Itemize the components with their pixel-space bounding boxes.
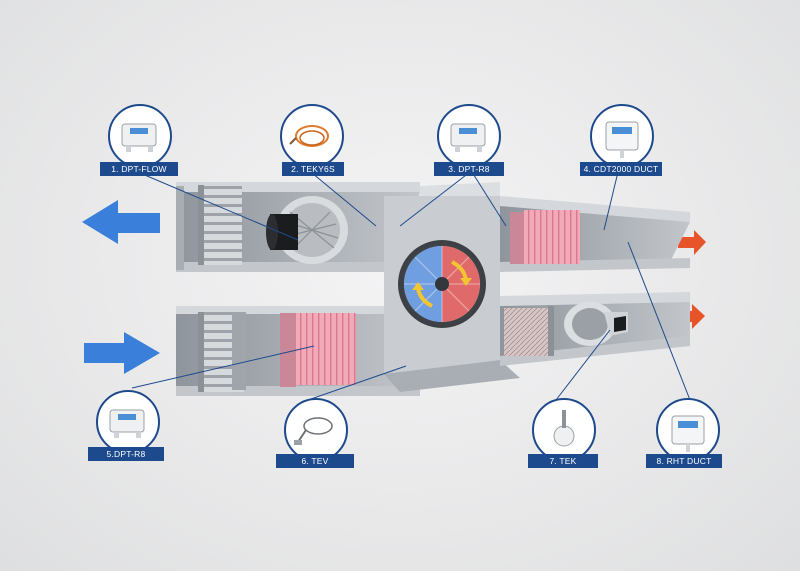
sensor-3-bubble <box>437 104 501 168</box>
sensor-6-label[interactable]: 6. TEV <box>276 454 354 468</box>
sensor-1-label[interactable]: 1. DPT-FLOW <box>100 162 178 176</box>
leader-lines <box>131 171 691 401</box>
pressure-transmitter-icon <box>450 123 486 152</box>
lower-right-duct-section <box>500 292 690 366</box>
sensor-5-label[interactable]: 5.DPT-R8 <box>88 447 164 461</box>
upper-damper <box>202 185 242 265</box>
temperature-cable-icon <box>289 125 329 147</box>
intake-filter <box>280 313 356 387</box>
co2-transmitter-icon <box>605 121 639 158</box>
sensor-5-bubble <box>96 390 160 454</box>
exhaust-fan-icon <box>266 196 348 264</box>
heating-coil <box>504 306 554 356</box>
humidity-transmitter-icon <box>671 415 705 452</box>
sensor-7-label[interactable]: 7. TEK <box>528 454 598 468</box>
sensor-4-label[interactable]: 4. CDT2000 DUCT <box>580 162 662 176</box>
pressure-transmitter-icon <box>109 409 145 438</box>
sensor-4-bubble <box>590 104 654 168</box>
sensor-6-bubble <box>284 398 348 462</box>
duct-temperature-sensor-icon <box>553 410 575 447</box>
upper-right-duct-section <box>500 196 690 272</box>
supply-air-out-arrow <box>679 304 705 329</box>
outdoor-air-in-arrow <box>84 332 160 374</box>
pressure-transmitter-icon <box>121 123 157 152</box>
sensor-8-bubble <box>656 398 720 462</box>
sensor-7-bubble <box>532 398 596 462</box>
heat-recovery-section <box>384 182 520 392</box>
sensor-2-bubble <box>280 104 344 168</box>
sensor-1-bubble <box>108 104 172 168</box>
return-air-in-arrow <box>678 230 706 255</box>
lower-left-duct-section <box>176 306 420 396</box>
upper-left-duct-section <box>176 182 420 272</box>
rotary-wheel-icon <box>398 240 486 328</box>
sensor-2-label[interactable]: 2. TEKY6S <box>282 162 344 176</box>
return-filter <box>510 210 580 264</box>
sensor-3-label[interactable]: 3. DPT-R8 <box>434 162 504 176</box>
exhaust-air-out-arrow <box>82 200 160 244</box>
sensor-8-label[interactable]: 8. RHT DUCT <box>646 454 722 468</box>
temperature-sensor-icon <box>294 417 333 445</box>
supply-fan-icon <box>564 302 628 346</box>
